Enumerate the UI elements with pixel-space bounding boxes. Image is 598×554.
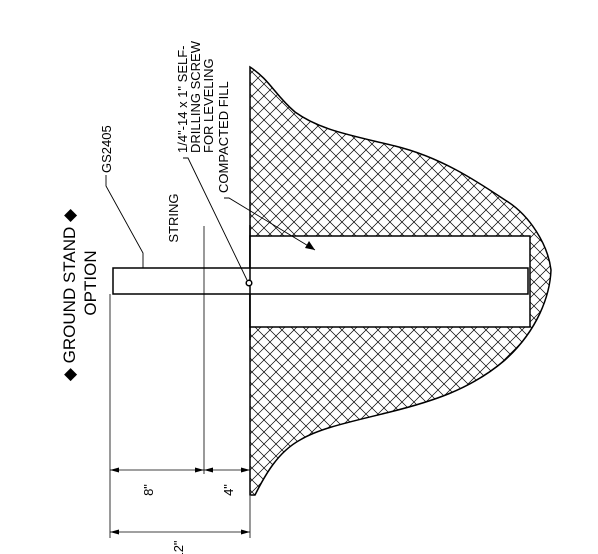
dim-arrow-12-left — [110, 529, 119, 535]
screw-icon — [245, 279, 253, 287]
dim-label-4: 4" — [221, 484, 236, 496]
fill-label: COMPACTED FILL — [216, 81, 231, 193]
dim-arrow-4-left — [204, 467, 213, 473]
dim-arrow-12-right — [241, 529, 250, 535]
fill-leader-arrowhead — [305, 241, 315, 250]
dim-label-12: 12" — [171, 540, 186, 554]
string-label: STRING — [166, 193, 181, 242]
screw-label-line3: FOR LEVELING — [201, 58, 216, 153]
dim-arrow-4-right — [241, 467, 250, 473]
ground-stand-post — [112, 267, 529, 295]
screw-leader — [183, 157, 248, 281]
dim-label-8: 8" — [141, 484, 156, 496]
part-number-label: GS2405 — [99, 125, 114, 173]
dim-arrow-8-left — [110, 467, 119, 473]
dim-arrow-8-right — [195, 467, 204, 473]
title-line1: ◆ GROUND STAND ◆ — [60, 208, 79, 381]
title-line2: OPTION — [81, 250, 100, 315]
gs2405-leader — [105, 175, 144, 268]
fill-leader — [224, 197, 316, 251]
screw-label-line2: DRILLING SCREW — [188, 40, 203, 153]
screw-label-line1: 1/4"-14 x 1" SELF- — [175, 46, 190, 154]
